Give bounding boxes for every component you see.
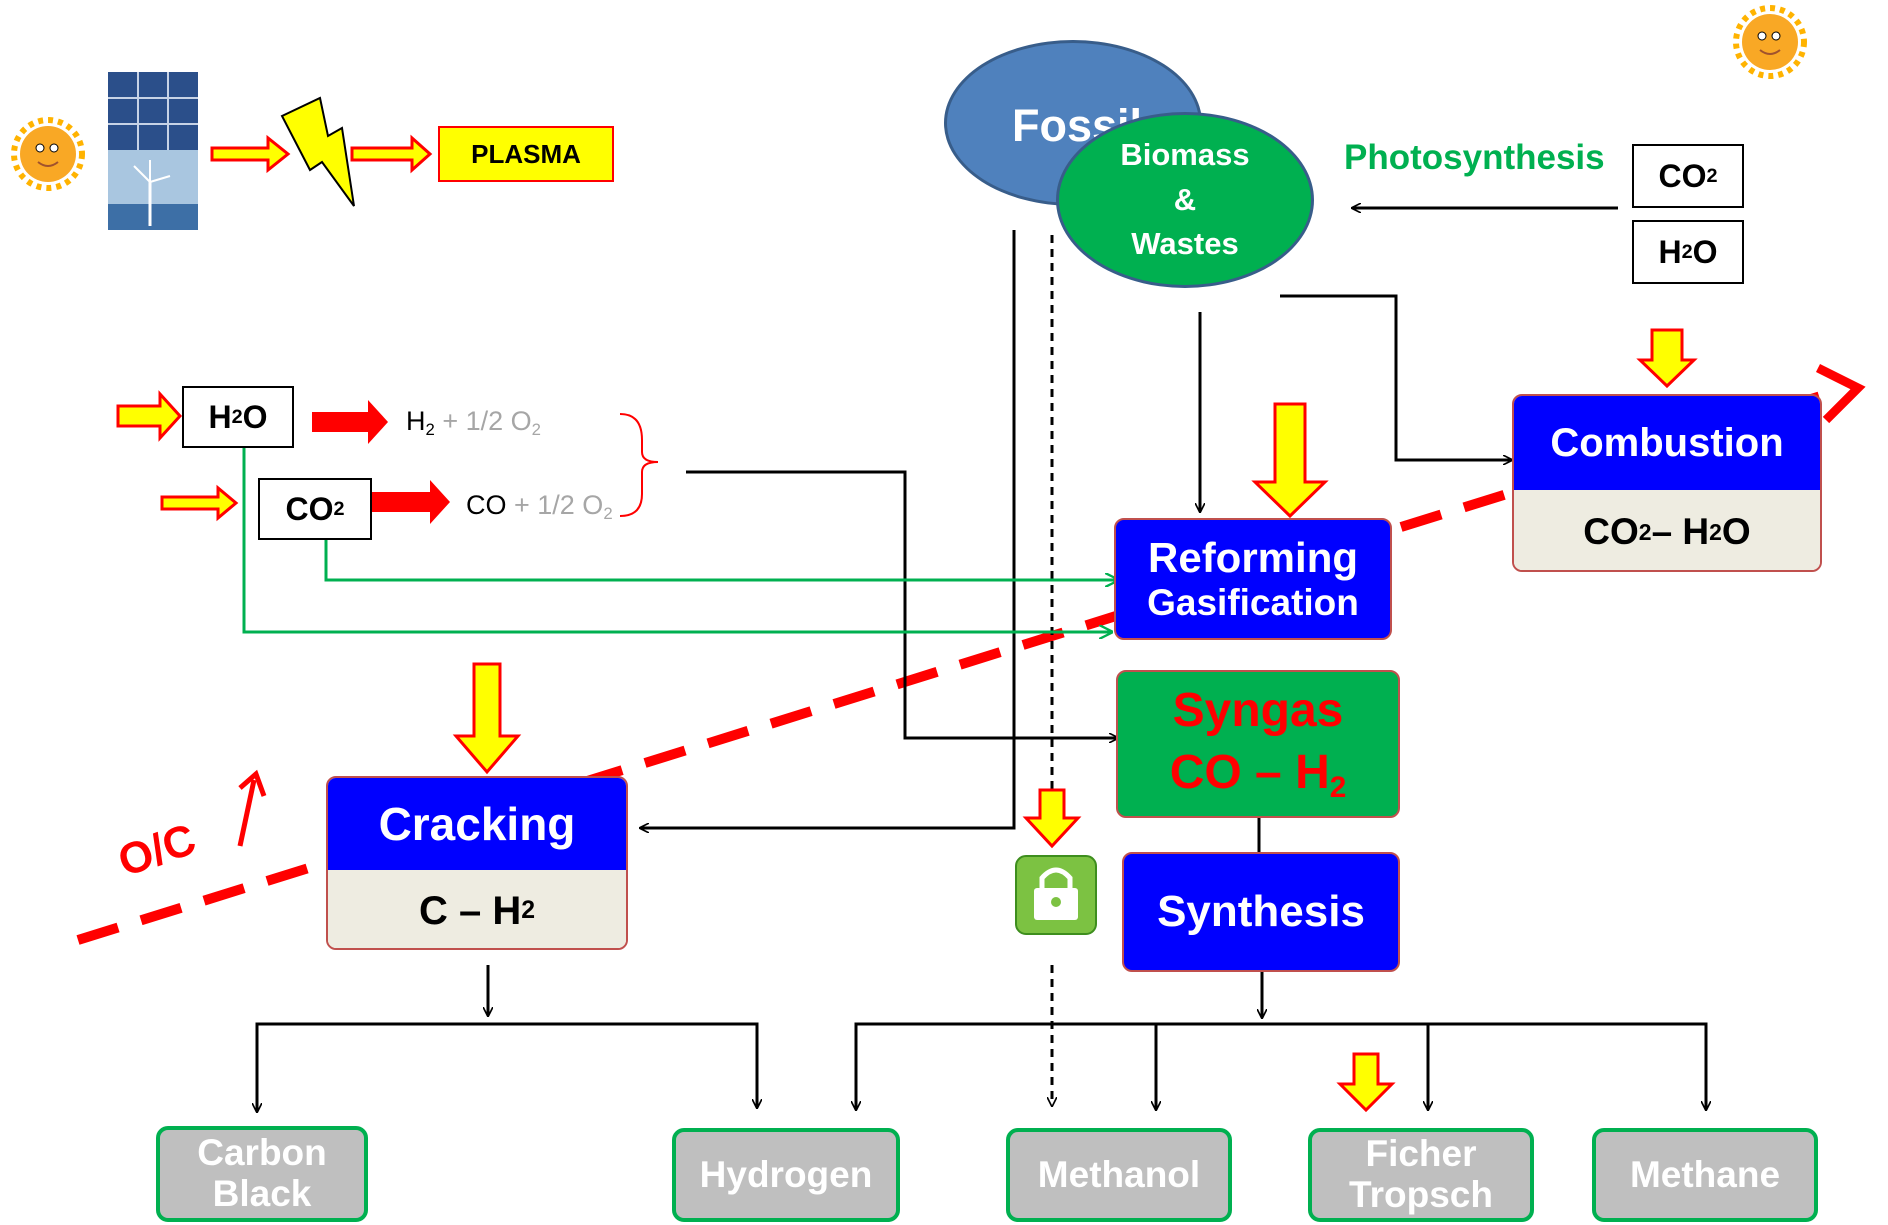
co2-to-reforming-arrow (324, 540, 1118, 580)
sun-icon-top-right (1733, 5, 1807, 79)
product-methanol: Methanol (1006, 1128, 1232, 1222)
oc-arrow (237, 779, 257, 847)
wind-turbine-icon (108, 150, 198, 230)
product-ficher-tropsch: Ficher Tropsch (1308, 1128, 1534, 1222)
co2-split-products: CO + 1/2 O2 (466, 490, 613, 524)
padlock-icon (1015, 855, 1097, 935)
cracking-title: Cracking (328, 778, 626, 870)
h2o-split-products: H2 + 1/2 O2 (406, 406, 541, 440)
plasma-box: PLASMA (438, 126, 614, 182)
biomass-to-combustion-arrow (1280, 294, 1512, 460)
photosynthesis-label: Photosynthesis (1344, 138, 1605, 177)
splitting-arrows (312, 400, 450, 524)
product-methane: Methane (1592, 1128, 1818, 1222)
lightning-icon (280, 96, 355, 207)
h2o-to-reforming-arrow (242, 418, 1112, 632)
synthesis-box: Synthesis (1122, 852, 1400, 972)
product-carbon-black: Carbon Black (156, 1126, 368, 1222)
plasma-products-to-syngas-arrow (686, 470, 1118, 738)
syngas-box: Syngas CO – H2 (1116, 670, 1400, 818)
biomass-ellipse (1056, 112, 1314, 288)
product-hydrogen: Hydrogen (672, 1128, 900, 1222)
fossil-to-cracking-arrow (640, 230, 1016, 828)
reforming-box: Reforming Gasification (1114, 518, 1392, 640)
split-bracket (619, 413, 659, 517)
sun-icon (11, 117, 85, 191)
combustion-title: Combustion (1514, 396, 1820, 490)
solar-panel-icon (108, 72, 198, 150)
biomass-label: Biomass & Wastes (1120, 136, 1250, 262)
energy-arrows (116, 134, 1698, 1113)
oc-line-arrowhead (1815, 363, 1866, 424)
